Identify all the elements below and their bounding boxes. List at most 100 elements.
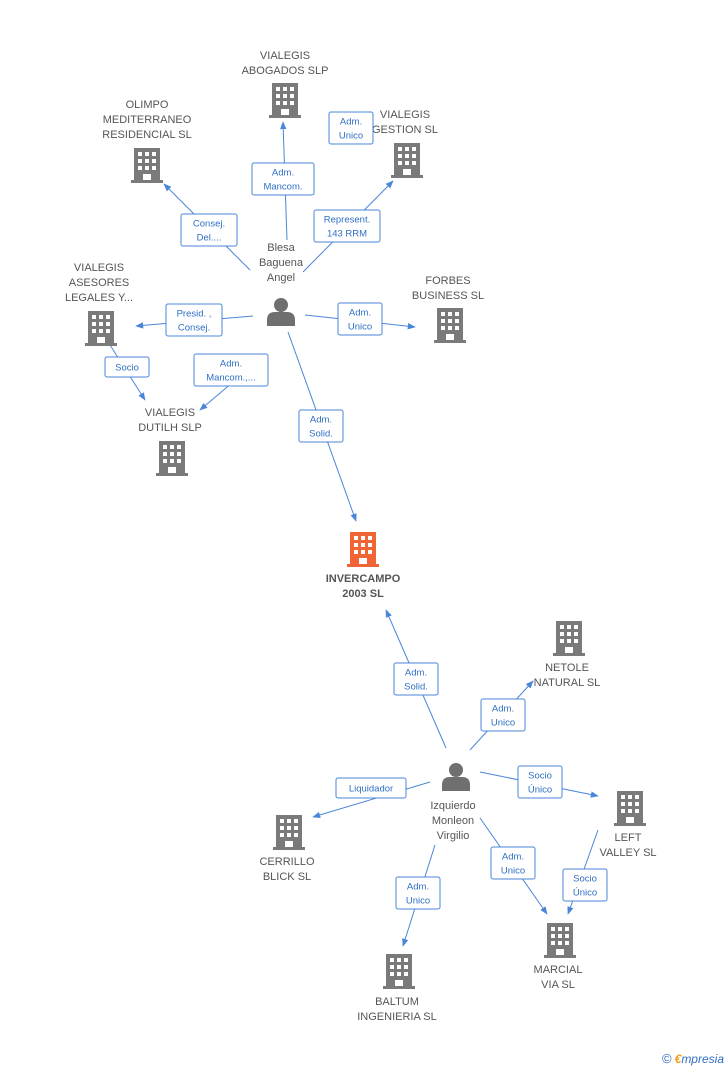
relation-badge-box [251,162,315,196]
node-label: INVERCAMPO [326,573,401,585]
relation-badge-text: Socio [115,363,139,374]
relation-badge[interactable]: Liquidador [335,777,407,799]
node-marcial[interactable]: MARCIAL VIA SL [534,923,583,991]
relation-badge-box [337,302,383,336]
relation-badge-text: Único [528,785,552,796]
node-label: LEFT [615,832,642,844]
node-label: CERRILLO [259,856,314,868]
relation-badge-text: Mancom. [263,182,302,193]
relation-badge[interactable]: Adm.Mancom. [251,162,315,196]
relation-badge[interactable]: Adm.Unico [337,302,383,336]
relation-badge-box [395,876,441,910]
relation-badge-text: Mancom.,... [206,373,256,384]
relation-badge-text: Unico [501,866,525,877]
node-label: NETOLE [545,662,589,674]
relation-badge[interactable]: Adm.Unico [328,111,374,145]
node-label: FORBES [425,275,470,287]
node-label: OLIMPO [126,99,169,111]
relation-badge-text: Unico [491,718,515,729]
relation-badge-text: Represent. [324,215,370,226]
relation-badge-text: Solid. [309,429,333,440]
relation-badge-box [393,662,439,696]
building-icon [85,311,117,346]
node-vialegis-dutilh[interactable]: VIALEGIS DUTILH SLP [138,407,202,476]
relation-badge-text: Adm. [340,117,362,128]
node-label: GESTION SL [372,124,438,136]
relation-badge-box [165,303,223,337]
node-label: Blesa [267,242,295,254]
relation-badge[interactable]: Adm. Unico [480,698,526,732]
node-baltum[interactable]: BALTUM INGENIERIA SL [357,954,437,1023]
relation-badge-text: Adm. [492,704,514,715]
node-label: DUTILH SLP [138,422,202,434]
relation-badge-text: Presid. , [177,309,212,320]
node-label: Monleon [432,815,474,827]
relation-badge[interactable]: Adm.Solid. [298,409,344,443]
relation-badge-text: Consej. [178,323,210,334]
relation-badge-box [335,777,407,799]
relation-badge[interactable]: Presid. , Consej. [165,303,223,337]
building-icon [553,621,585,656]
person-icon [442,763,470,791]
relation-badge-text: Del.... [197,233,222,244]
relation-badge[interactable]: Represent.143 RRM [313,209,381,243]
node-cerrillo[interactable]: CERRILLO BLICK SL [259,815,315,883]
relation-badge-text: Unico [406,896,430,907]
relation-badge-box [104,356,150,378]
node-label: Angel [267,272,295,284]
brand-logo-text: mpresia [681,1052,724,1066]
relation-badge[interactable]: Adm. Unico [490,846,536,880]
node-label: VIALEGIS [145,407,195,419]
relation-badge-text: Adm. [407,882,429,893]
relation-badge-text: Socio [528,771,552,782]
relation-badge[interactable]: Adm. Solid. [393,662,439,696]
building-icon [347,532,379,567]
relation-badge[interactable]: Consej.Del.... [180,213,238,247]
edge-line-e13 [312,781,431,819]
relation-badge-box [517,765,563,799]
building-icon [156,441,188,476]
building-icon [269,83,301,118]
relation-badge-box [298,409,344,443]
relation-badge[interactable]: Adm. Mancom.,... [193,353,269,387]
node-label: BLICK SL [263,871,311,883]
node-label: INGENIERIA SL [357,1011,436,1023]
node-label: BALTUM [375,996,419,1008]
node-label: Izquierdo [430,800,475,812]
relation-badge-text: Adm. [220,359,242,370]
person-icon [267,298,295,326]
relation-badge-box [313,209,381,243]
node-label: VIA SL [541,979,575,991]
relation-badge-box [480,698,526,732]
node-label: VIALEGIS [74,262,124,274]
building-icon [614,791,646,826]
relation-badge-text: Solid. [404,682,428,693]
node-label: LEGALES Y... [65,292,133,304]
brand-logo-initial: € [674,1052,682,1066]
node-label: MARCIAL [534,964,583,976]
relation-badge-text: Adm. [502,852,524,863]
empresia-watermark: ©€mpresia [662,1051,724,1066]
relation-badge-text: Adm. [405,668,427,679]
relation-badge[interactable]: Adm. Unico [395,876,441,910]
building-icon [544,923,576,958]
relation-badge-box [180,213,238,247]
building-icon [434,308,466,343]
node-label: VIALEGIS [260,50,310,62]
relation-badge-box [562,868,608,902]
relation-badge-box [193,353,269,387]
building-icon [273,815,305,850]
relation-badge[interactable]: Socio [104,356,150,378]
